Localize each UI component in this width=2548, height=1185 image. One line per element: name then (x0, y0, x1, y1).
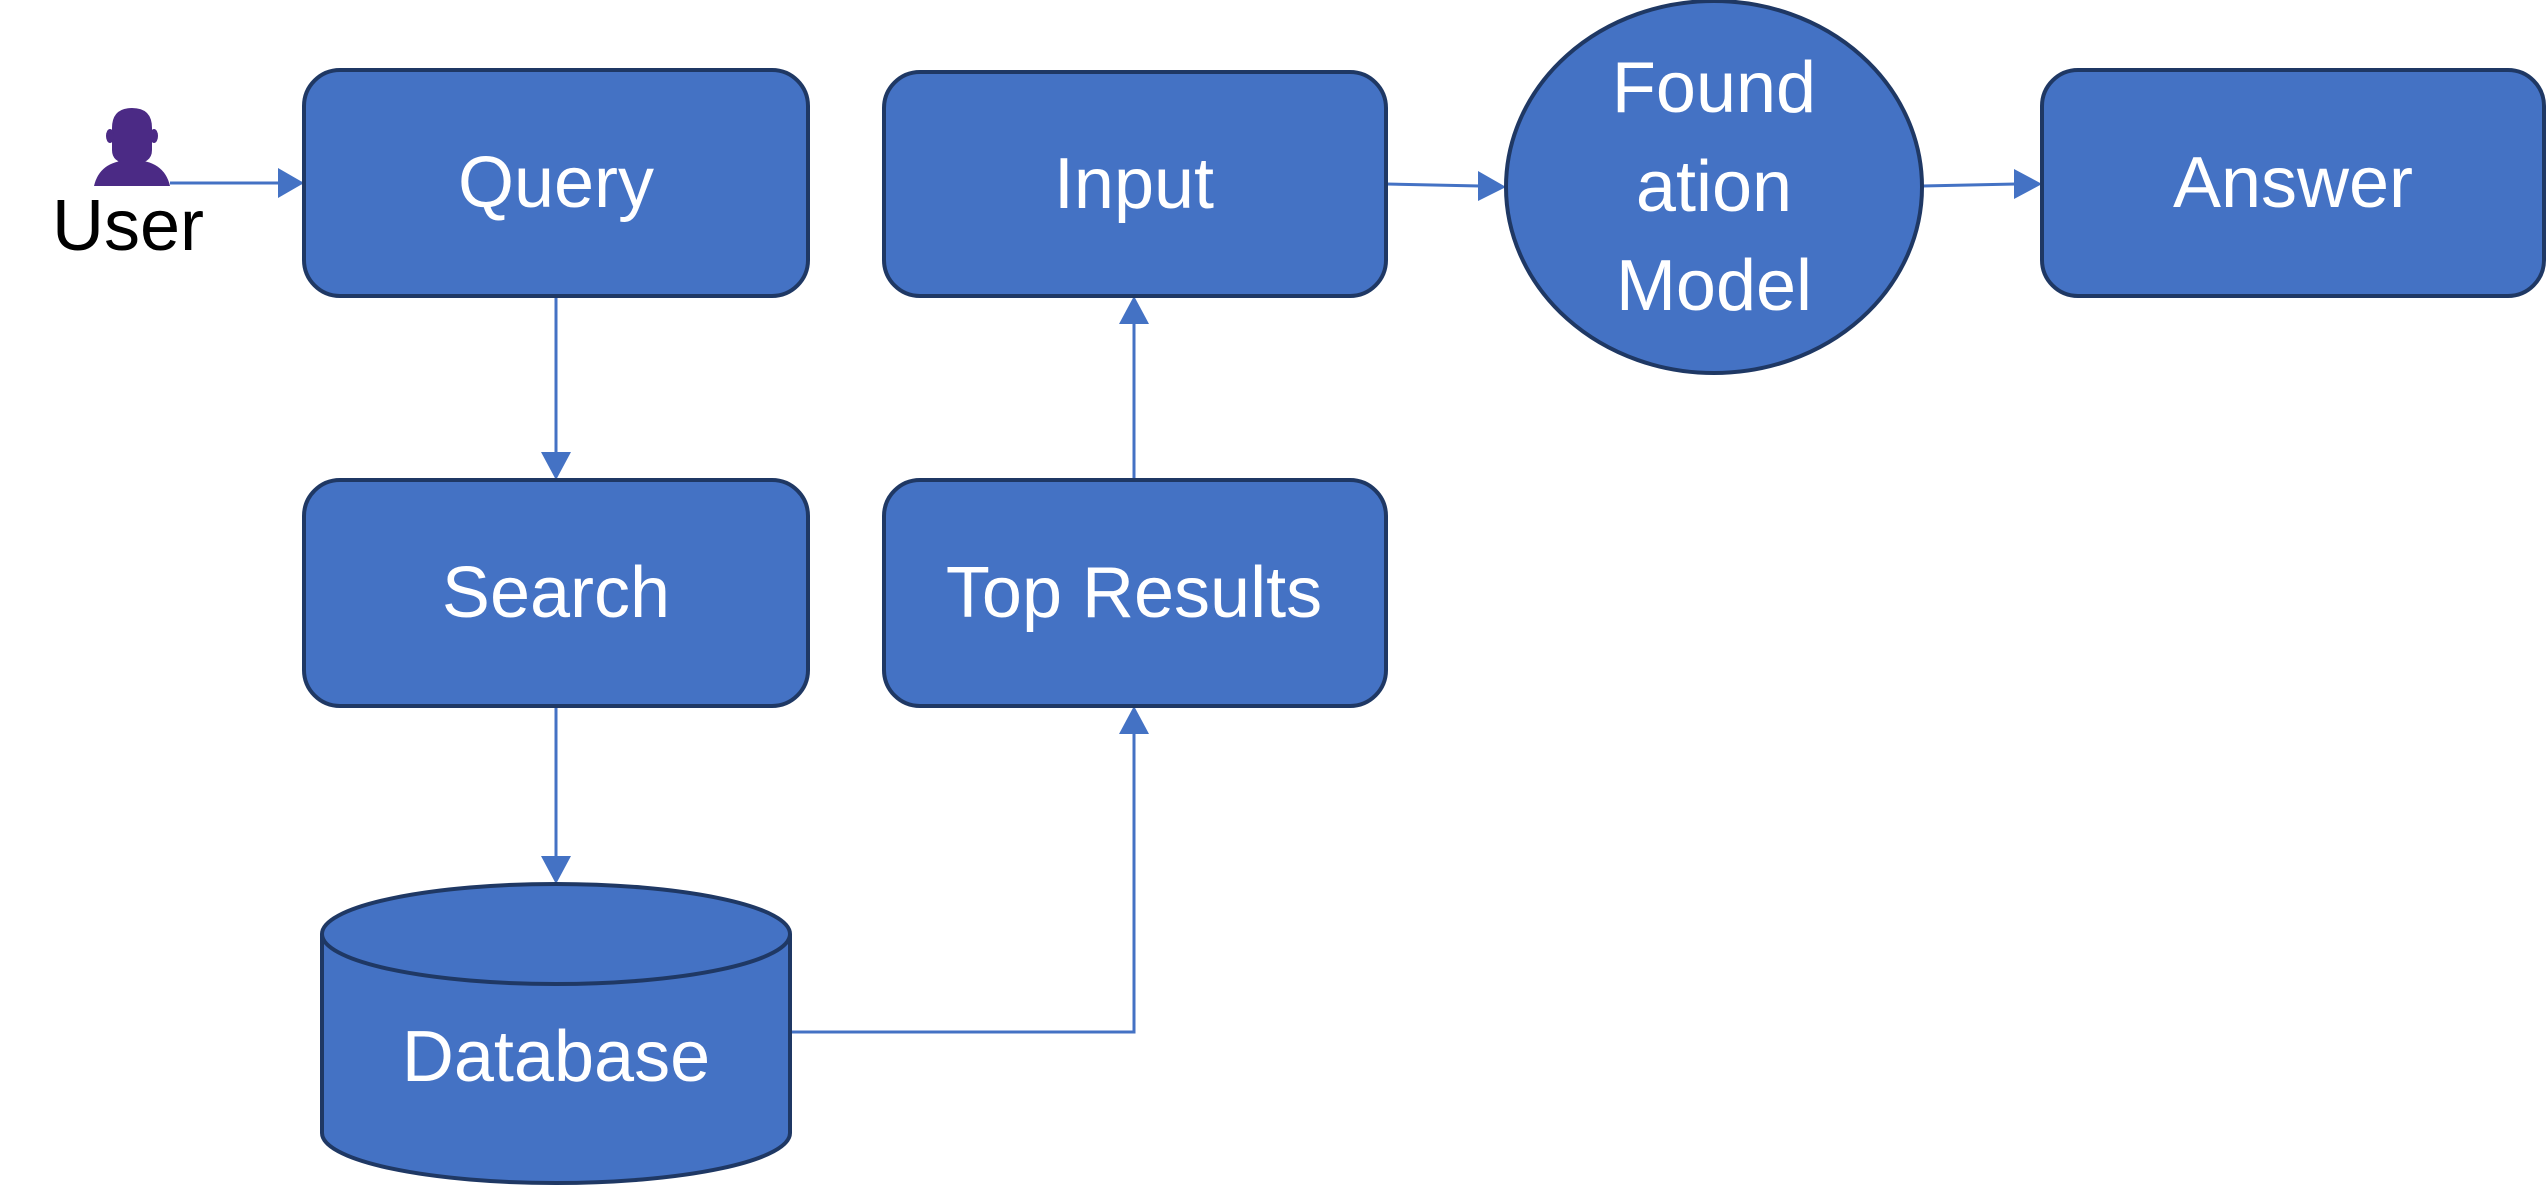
arrow-model-to-answer (1921, 182, 2017, 188)
search-node: Search (302, 478, 810, 708)
database-node: Database (320, 882, 792, 1185)
query-node: Query (302, 68, 810, 298)
person-icon (94, 108, 170, 186)
top-results-node: Top Results (882, 478, 1388, 708)
arrow-database-to-top-results-head (1119, 706, 1149, 734)
arrow-top-results-to-input-head (1119, 296, 1149, 324)
arrow-query-to-search-head (541, 452, 571, 480)
input-label: Input (1054, 144, 1214, 224)
user-label: User (52, 186, 204, 266)
arrow-database-to-top-results (790, 732, 1136, 1034)
foundation-model-label-line-3: Model (1616, 246, 1812, 326)
database-label: Database (402, 1017, 710, 1097)
search-label: Search (442, 553, 670, 633)
arrow-input-to-model (1385, 182, 1481, 188)
query-label: Query (458, 143, 654, 223)
input-node: Input (882, 70, 1388, 298)
answer-node: Answer (2040, 68, 2546, 298)
top-results-label: Top Results (946, 553, 1322, 633)
user-actor: User (52, 108, 204, 266)
answer-label: Answer (2173, 143, 2413, 223)
connectors (170, 168, 2042, 1034)
foundation-model-node: Found ation Model (1504, 0, 1924, 375)
foundation-model-label-line-1: Found (1612, 48, 1816, 128)
arrow-input-to-model-head (1478, 171, 1506, 201)
arrow-search-to-database-head (541, 856, 571, 884)
arrow-user-to-query-head (278, 168, 304, 198)
foundation-model-label-line-2: ation (1636, 147, 1792, 227)
arrow-model-to-answer-head (2014, 169, 2042, 199)
